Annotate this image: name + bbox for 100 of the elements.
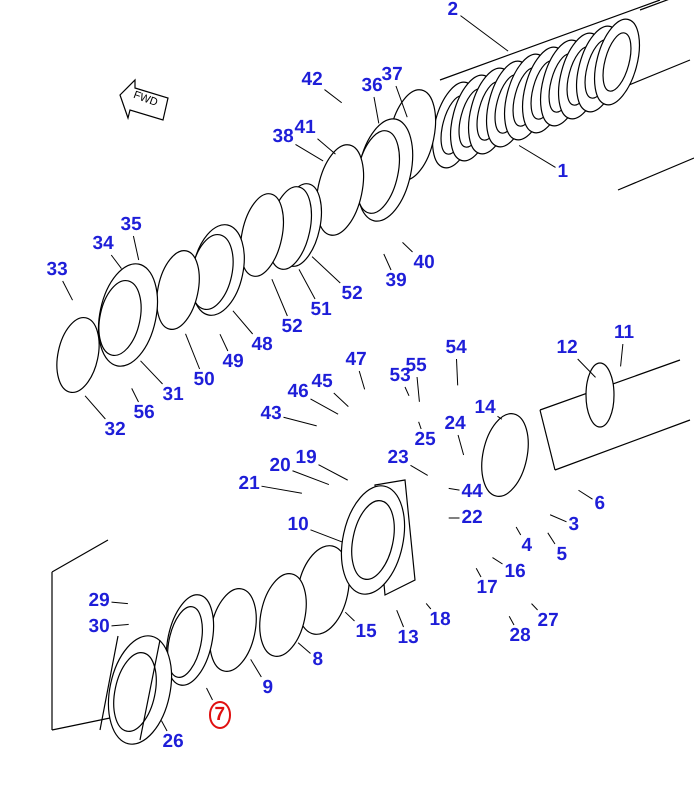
leader-line (298, 642, 311, 654)
callout-number: 33 (46, 260, 69, 280)
callout-number: 37 (380, 65, 404, 85)
leader-line (206, 688, 213, 700)
leader-line (460, 15, 509, 52)
leader-line (402, 242, 414, 252)
leader-line (396, 610, 404, 628)
leader-line (62, 280, 74, 301)
leader-line (516, 526, 522, 536)
leader-line (261, 486, 302, 494)
callout-number: 52 (340, 284, 364, 304)
leader-line (312, 256, 341, 284)
callout-number: 30 (88, 617, 111, 637)
callout-number: 49 (222, 352, 245, 372)
leader-line (395, 86, 408, 118)
leader-line (508, 616, 514, 626)
leader-line (383, 254, 392, 270)
callout-number: 48 (250, 335, 274, 355)
callout-number: 44 (460, 482, 484, 502)
leader-line (317, 138, 336, 155)
callout-number: 25 (414, 430, 437, 450)
callout-number: 6 (594, 494, 606, 514)
callout-number: 11 (613, 323, 636, 343)
leader-line (185, 333, 200, 370)
leader-line (333, 392, 349, 408)
callout-number: 21 (238, 474, 261, 494)
leader-line (283, 416, 318, 426)
callout-number: 54 (444, 338, 468, 358)
leader-line (271, 278, 288, 316)
leader-line (111, 602, 128, 604)
leader-line (448, 488, 460, 491)
callout-number: 29 (88, 591, 111, 611)
callout-number: 35 (120, 215, 143, 235)
callout-number: 32 (104, 420, 127, 440)
callout-number: 13 (396, 628, 420, 648)
callout-number: 34 (92, 234, 115, 254)
leader-line (547, 532, 556, 544)
leader-line (476, 568, 482, 578)
leader-line (250, 658, 262, 678)
callout-number: 2 (446, 0, 460, 20)
callout-number: 28 (508, 626, 532, 646)
leader-line (219, 334, 228, 352)
leader-line (310, 398, 339, 415)
leader-line (160, 720, 168, 732)
leader-line (132, 236, 140, 260)
callout-number: 51 (310, 300, 333, 320)
callout-number: 10 (286, 515, 310, 535)
callout-number: 7 (208, 701, 232, 729)
callout-number: 50 (192, 370, 216, 390)
leader-line (416, 376, 420, 402)
callout-number: 46 (286, 382, 310, 402)
leader-line (620, 344, 624, 367)
leader-line (426, 602, 432, 610)
leader-line (456, 358, 458, 386)
leader-line (497, 416, 502, 420)
callout-number: 22 (460, 508, 484, 528)
leader-line (310, 529, 343, 542)
leader-line (110, 254, 122, 270)
callout-number: 8 (312, 650, 324, 670)
callout-number: 47 (344, 350, 368, 370)
callout-number: 18 (428, 610, 452, 630)
leader-line (111, 624, 130, 626)
leader-line (374, 96, 380, 124)
callout-number: 9 (262, 678, 274, 698)
callout-number: 45 (310, 372, 334, 392)
callout-number: 24 (444, 414, 467, 434)
leader-line (578, 490, 593, 500)
callout-number: 38 (272, 127, 295, 147)
leader-line (531, 603, 538, 610)
callout-number: 17 (476, 578, 499, 598)
callout-number: 16 (504, 562, 527, 582)
leader-line (295, 144, 324, 162)
callout-number: 23 (386, 448, 410, 468)
leader-line (84, 395, 106, 420)
callout-number: 31 (162, 385, 185, 405)
leader-line (418, 421, 422, 430)
leader-line (318, 464, 348, 481)
callout-number: 5 (556, 545, 568, 565)
leader-line (140, 360, 164, 384)
leader-line (131, 388, 139, 402)
leader-line (458, 434, 464, 456)
callout-number: 15 (354, 622, 378, 642)
leader-line (344, 612, 355, 622)
callout-number: 12 (556, 338, 579, 358)
leader-line (550, 514, 567, 522)
callout-number: 14 (474, 398, 497, 418)
callout-number: 56 (132, 403, 156, 423)
callout-number: 41 (294, 118, 317, 138)
callout-number: 27 (536, 611, 560, 631)
leader-line (324, 89, 342, 104)
leader-line (298, 268, 316, 300)
callout-number: 26 (162, 732, 185, 752)
leader-line (232, 310, 254, 334)
leader-line (404, 386, 410, 396)
leader-line (292, 470, 330, 486)
callout-number: 4 (520, 536, 534, 556)
leader-line (358, 370, 366, 390)
direction-label: FWD (132, 89, 160, 109)
callout-number: 20 (268, 456, 292, 476)
leader-line (518, 145, 556, 168)
